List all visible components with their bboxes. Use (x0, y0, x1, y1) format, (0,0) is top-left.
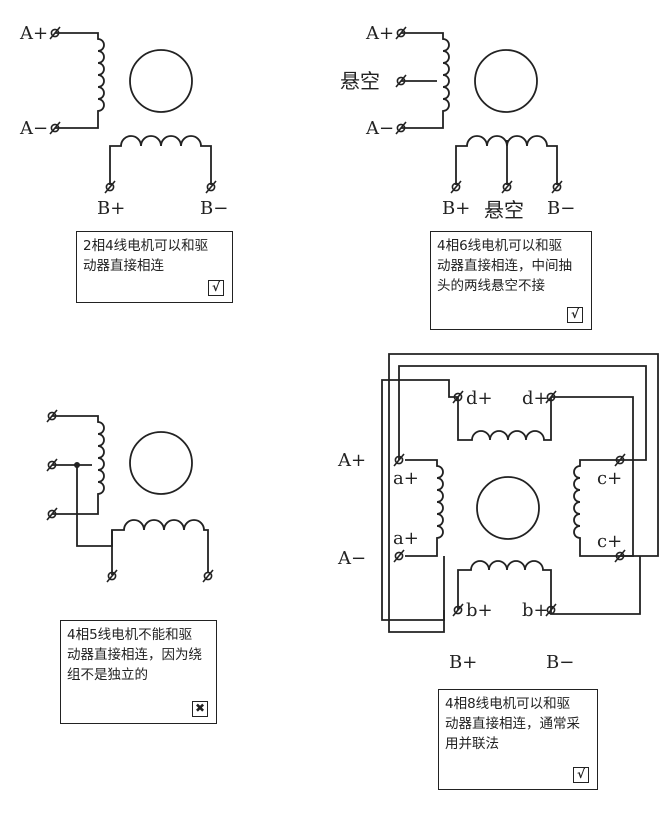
note-4-phase-5-wire: 4相5线电机不能和驱 动器直接相连，因为绕 组不是独立的 ✖ (60, 620, 217, 724)
note-text: 2相4线电机可以和驱 动器直接相连 (83, 238, 209, 274)
terminal-icon (614, 453, 626, 467)
rotor-circle-3 (129, 431, 193, 495)
label-b-minus-2: B− (547, 198, 575, 219)
label-b-plus-2: B+ (442, 198, 470, 219)
note-text: 4相8线电机可以和驱 动器直接相连，通常采 用并联法 (445, 696, 580, 752)
terminal-icon (395, 74, 407, 88)
junction-dot (74, 462, 80, 468)
label-b-plus-1: B+ (97, 198, 125, 219)
label-a-plus-out: A+ (337, 450, 366, 471)
link-b-right (550, 556, 641, 615)
coil-b-3 (111, 519, 209, 575)
coil-d-4 (457, 397, 552, 441)
cross-mark-icon: ✖ (192, 701, 208, 717)
motor-4-phase-6-wire (401, 32, 558, 185)
label-floating-a-2: 悬空 (340, 69, 380, 93)
coil-c-4 (573, 459, 620, 557)
motor-4-phase-5-wire (52, 415, 209, 575)
terminal-icon (46, 458, 58, 472)
common-wire-3 (76, 465, 113, 547)
note-text: 4相6线电机可以和驱 动器直接相连，中间抽 头的两线悬空不接 (437, 238, 572, 294)
check-mark-icon: √ (573, 767, 589, 783)
label-b-plus-out: B+ (449, 652, 477, 673)
terminal-icon (452, 390, 464, 404)
note-4-phase-6-wire: 4相6线电机可以和驱 动器直接相连，中间抽 头的两线悬空不接 √ (430, 231, 592, 330)
terminal-icon (106, 569, 118, 583)
label-d-plus-right: d+ (522, 388, 549, 409)
terminal-icon (205, 180, 217, 194)
terminal-icon (202, 569, 214, 583)
rotor-circle-4 (476, 476, 540, 540)
terminal-icon (393, 453, 405, 467)
terminal-icon (395, 26, 407, 40)
label-a-minus-1: A− (19, 118, 48, 139)
terminal-icon (49, 121, 61, 135)
link-c-bottom-to-b (388, 353, 659, 633)
coil-a-2 (401, 32, 450, 129)
label-b-plus-left: b+ (466, 600, 493, 621)
label-floating-b-2: 悬空 (484, 198, 524, 222)
terminal-icon (49, 26, 61, 40)
terminal-icon (46, 409, 58, 423)
terminal-icon (551, 180, 563, 194)
terminal-icon (501, 180, 513, 194)
label-a-plus-top: a+ (393, 468, 419, 489)
coil-a-1 (55, 32, 105, 129)
terminal-icon (452, 603, 464, 617)
coil-a-4 (405, 459, 444, 557)
coil-a-3 (52, 415, 105, 515)
label-a-minus-out: A− (337, 548, 366, 569)
terminal-icon (393, 549, 405, 563)
label-a-plus-1: A+ (19, 23, 48, 44)
motor-2-phase-4-wire (55, 32, 212, 185)
label-a-plus-2: A+ (365, 23, 394, 44)
link-a-top-to-c-top (398, 365, 647, 461)
label-c-plus-top: c+ (597, 468, 622, 489)
label-b-minus-out: B− (546, 652, 574, 673)
motor-4-phase-8-wire (381, 353, 659, 633)
check-mark-icon: √ (208, 280, 224, 296)
label-b-plus-right: b+ (522, 600, 549, 621)
check-mark-icon: √ (567, 307, 583, 323)
link-d-left-to-a-bottom (381, 379, 458, 621)
terminal-icon (395, 121, 407, 135)
label-a-plus-bottom: a+ (393, 528, 419, 549)
terminal-icon (104, 180, 116, 194)
rotor-circle-1 (129, 49, 193, 113)
label-b-minus-1: B− (200, 198, 228, 219)
rotor-circle-2 (474, 49, 538, 113)
terminal-icon (46, 507, 58, 521)
coil-b-1 (109, 135, 212, 185)
note-text: 4相5线电机不能和驱 动器直接相连，因为绕 组不是独立的 (67, 627, 202, 683)
label-d-plus-left: d+ (466, 388, 493, 409)
note-2-phase-4-wire: 2相4线电机可以和驱 动器直接相连 √ (76, 231, 233, 303)
terminal-icon (450, 180, 462, 194)
label-c-plus-bottom: c+ (597, 531, 622, 552)
label-a-minus-2: A− (365, 118, 394, 139)
coil-b-4 (457, 560, 552, 610)
note-4-phase-8-wire: 4相8线电机可以和驱 动器直接相连，通常采 用并联法 √ (438, 689, 598, 790)
